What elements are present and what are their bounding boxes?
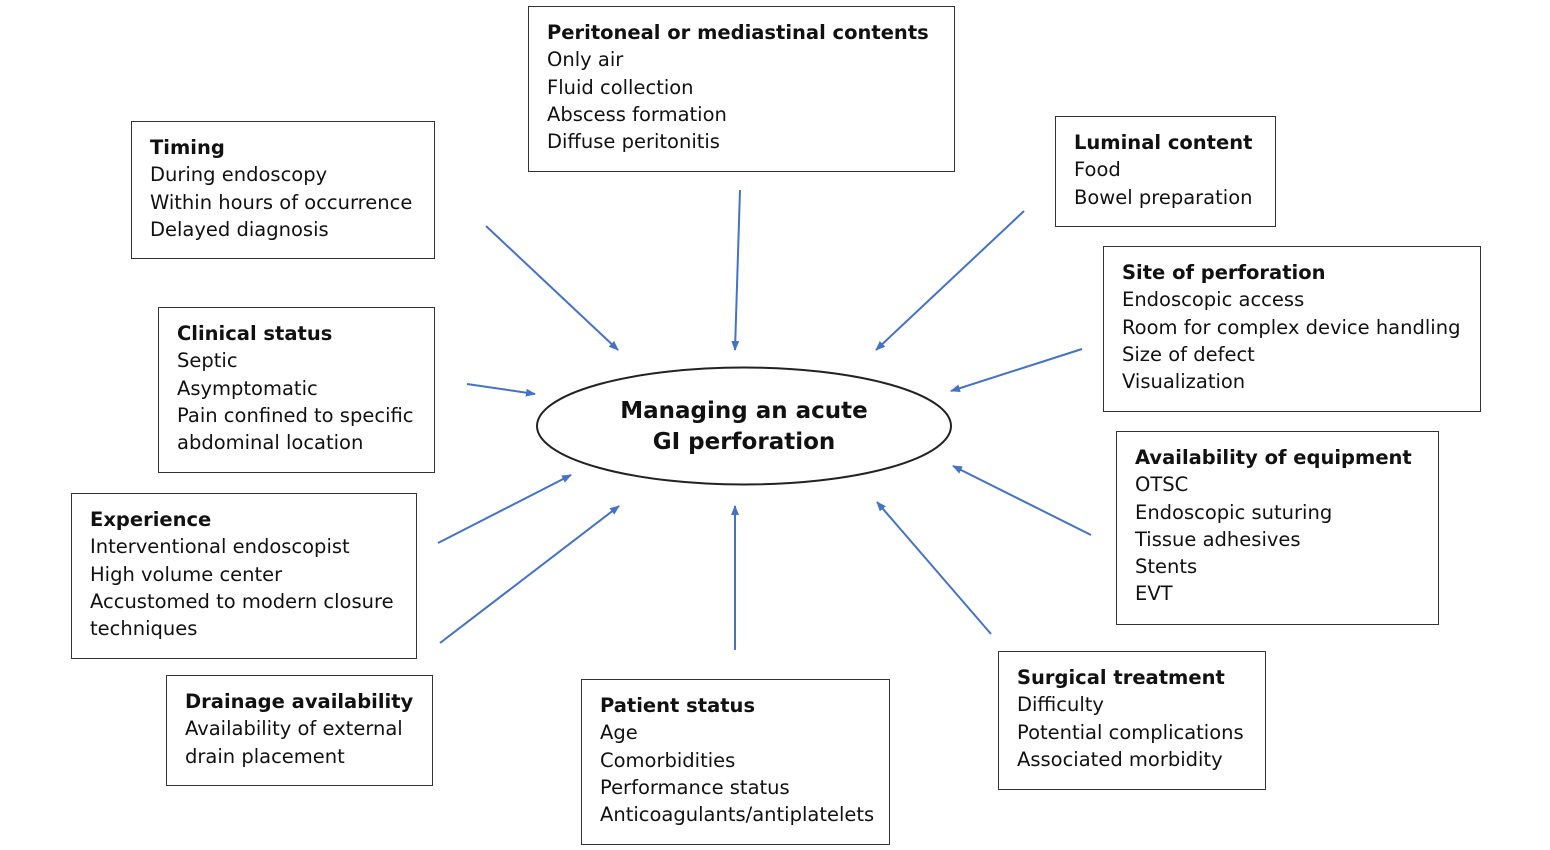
arrow-peritoneal [731,189,741,351]
factor-title: Peritoneal or mediastinal contents [547,21,929,44]
factor-title: Site of perforation [1122,261,1326,284]
factor-item: Abscess formation [547,102,727,126]
factor-item: Food [1074,158,1121,182]
factor-title: Drainage availability [185,690,414,713]
factor-item: Anticoagulants/antiplatelets [600,803,875,827]
factor-item: Age [600,721,638,745]
factor-box-drainage-availability: Drainage availability Availability of ex… [166,675,433,786]
factor-item: drain placement [185,744,345,768]
arrow-experience [437,474,572,544]
center-ellipse [536,366,952,486]
factor-item: OTSC [1135,473,1189,497]
factor-title: Timing [150,136,225,159]
factor-item: Size of defect [1122,342,1255,366]
factor-item: Delayed diagnosis [150,217,329,241]
factor-item: Stents [1135,555,1198,579]
arrow-timing [485,225,619,351]
factor-item: EVT [1135,582,1173,606]
factor-item: High volume center [90,562,283,586]
factor-item: Comorbidities [600,748,736,772]
factor-box-availability-of-equipment: Availability of equipment OTSC Endoscopi… [1116,431,1439,625]
factor-item: Pain confined to specific [177,403,414,427]
arrow-drainage [439,505,620,644]
factor-item: Interventional endoscopist [90,535,350,559]
arrow-equipment [952,465,1092,536]
factor-item: Bowel preparation [1074,185,1253,209]
center-label-line1: Managing an acute [620,397,868,424]
factor-item: Fluid collection [547,75,694,99]
factor-item: Endoscopic suturing [1135,500,1333,524]
factor-item: techniques [90,617,198,641]
factor-title: Surgical treatment [1017,666,1225,689]
factor-title: Patient status [600,694,756,717]
factor-title: Luminal content [1074,131,1253,154]
factor-item: Accustomed to modern closure [90,589,394,613]
factor-box-patient-status: Patient status Age Comorbidities Perform… [581,679,890,845]
factor-item: Within hours of occurrence [150,190,413,214]
factor-item: Endoscopic access [1122,288,1305,312]
arrow-luminal [875,210,1025,351]
factor-item: Potential complications [1017,720,1244,744]
arrow-clinical [466,383,536,397]
factor-box-peritoneal-contents: Peritoneal or mediastinal contents Only … [528,6,955,172]
factor-item: Septic [177,349,238,373]
factor-item: Room for complex device handling [1122,315,1461,339]
factor-box-luminal-content: Luminal content Food Bowel preparation [1055,116,1276,227]
factor-item: Difficulty [1017,693,1104,717]
factor-item: Availability of external [185,717,403,741]
factor-item: Performance status [600,775,790,799]
factor-item: Asymptomatic [177,376,318,400]
arrow-site [950,348,1083,393]
factor-box-site-of-perforation: Site of perforation Endoscopic access Ro… [1103,246,1481,412]
center-label-line2: GI perforation [652,428,836,455]
factor-box-timing: Timing During endoscopy Within hours of … [131,121,435,259]
factor-title: Clinical status [177,322,333,345]
factor-box-surgical-treatment: Surgical treatment Difficulty Potential … [998,651,1266,790]
factor-item: Diffuse peritonitis [547,130,720,154]
factor-item: Tissue adhesives [1135,527,1301,551]
factor-box-clinical-status: Clinical status Septic Asymptomatic Pain… [158,307,435,473]
arrow-surgical [876,501,992,635]
factor-item: Only air [547,48,624,72]
factor-item: Visualization [1122,370,1246,394]
factor-item: Associated morbidity [1017,747,1223,771]
factor-title: Experience [90,508,212,531]
factor-item: abdominal location [177,431,364,455]
center-label: Managing an acute GI perforation [537,368,951,485]
factor-box-experience: Experience Interventional endoscopist Hi… [71,493,417,659]
factor-title: Availability of equipment [1135,446,1412,469]
factor-item: During endoscopy [150,163,328,187]
